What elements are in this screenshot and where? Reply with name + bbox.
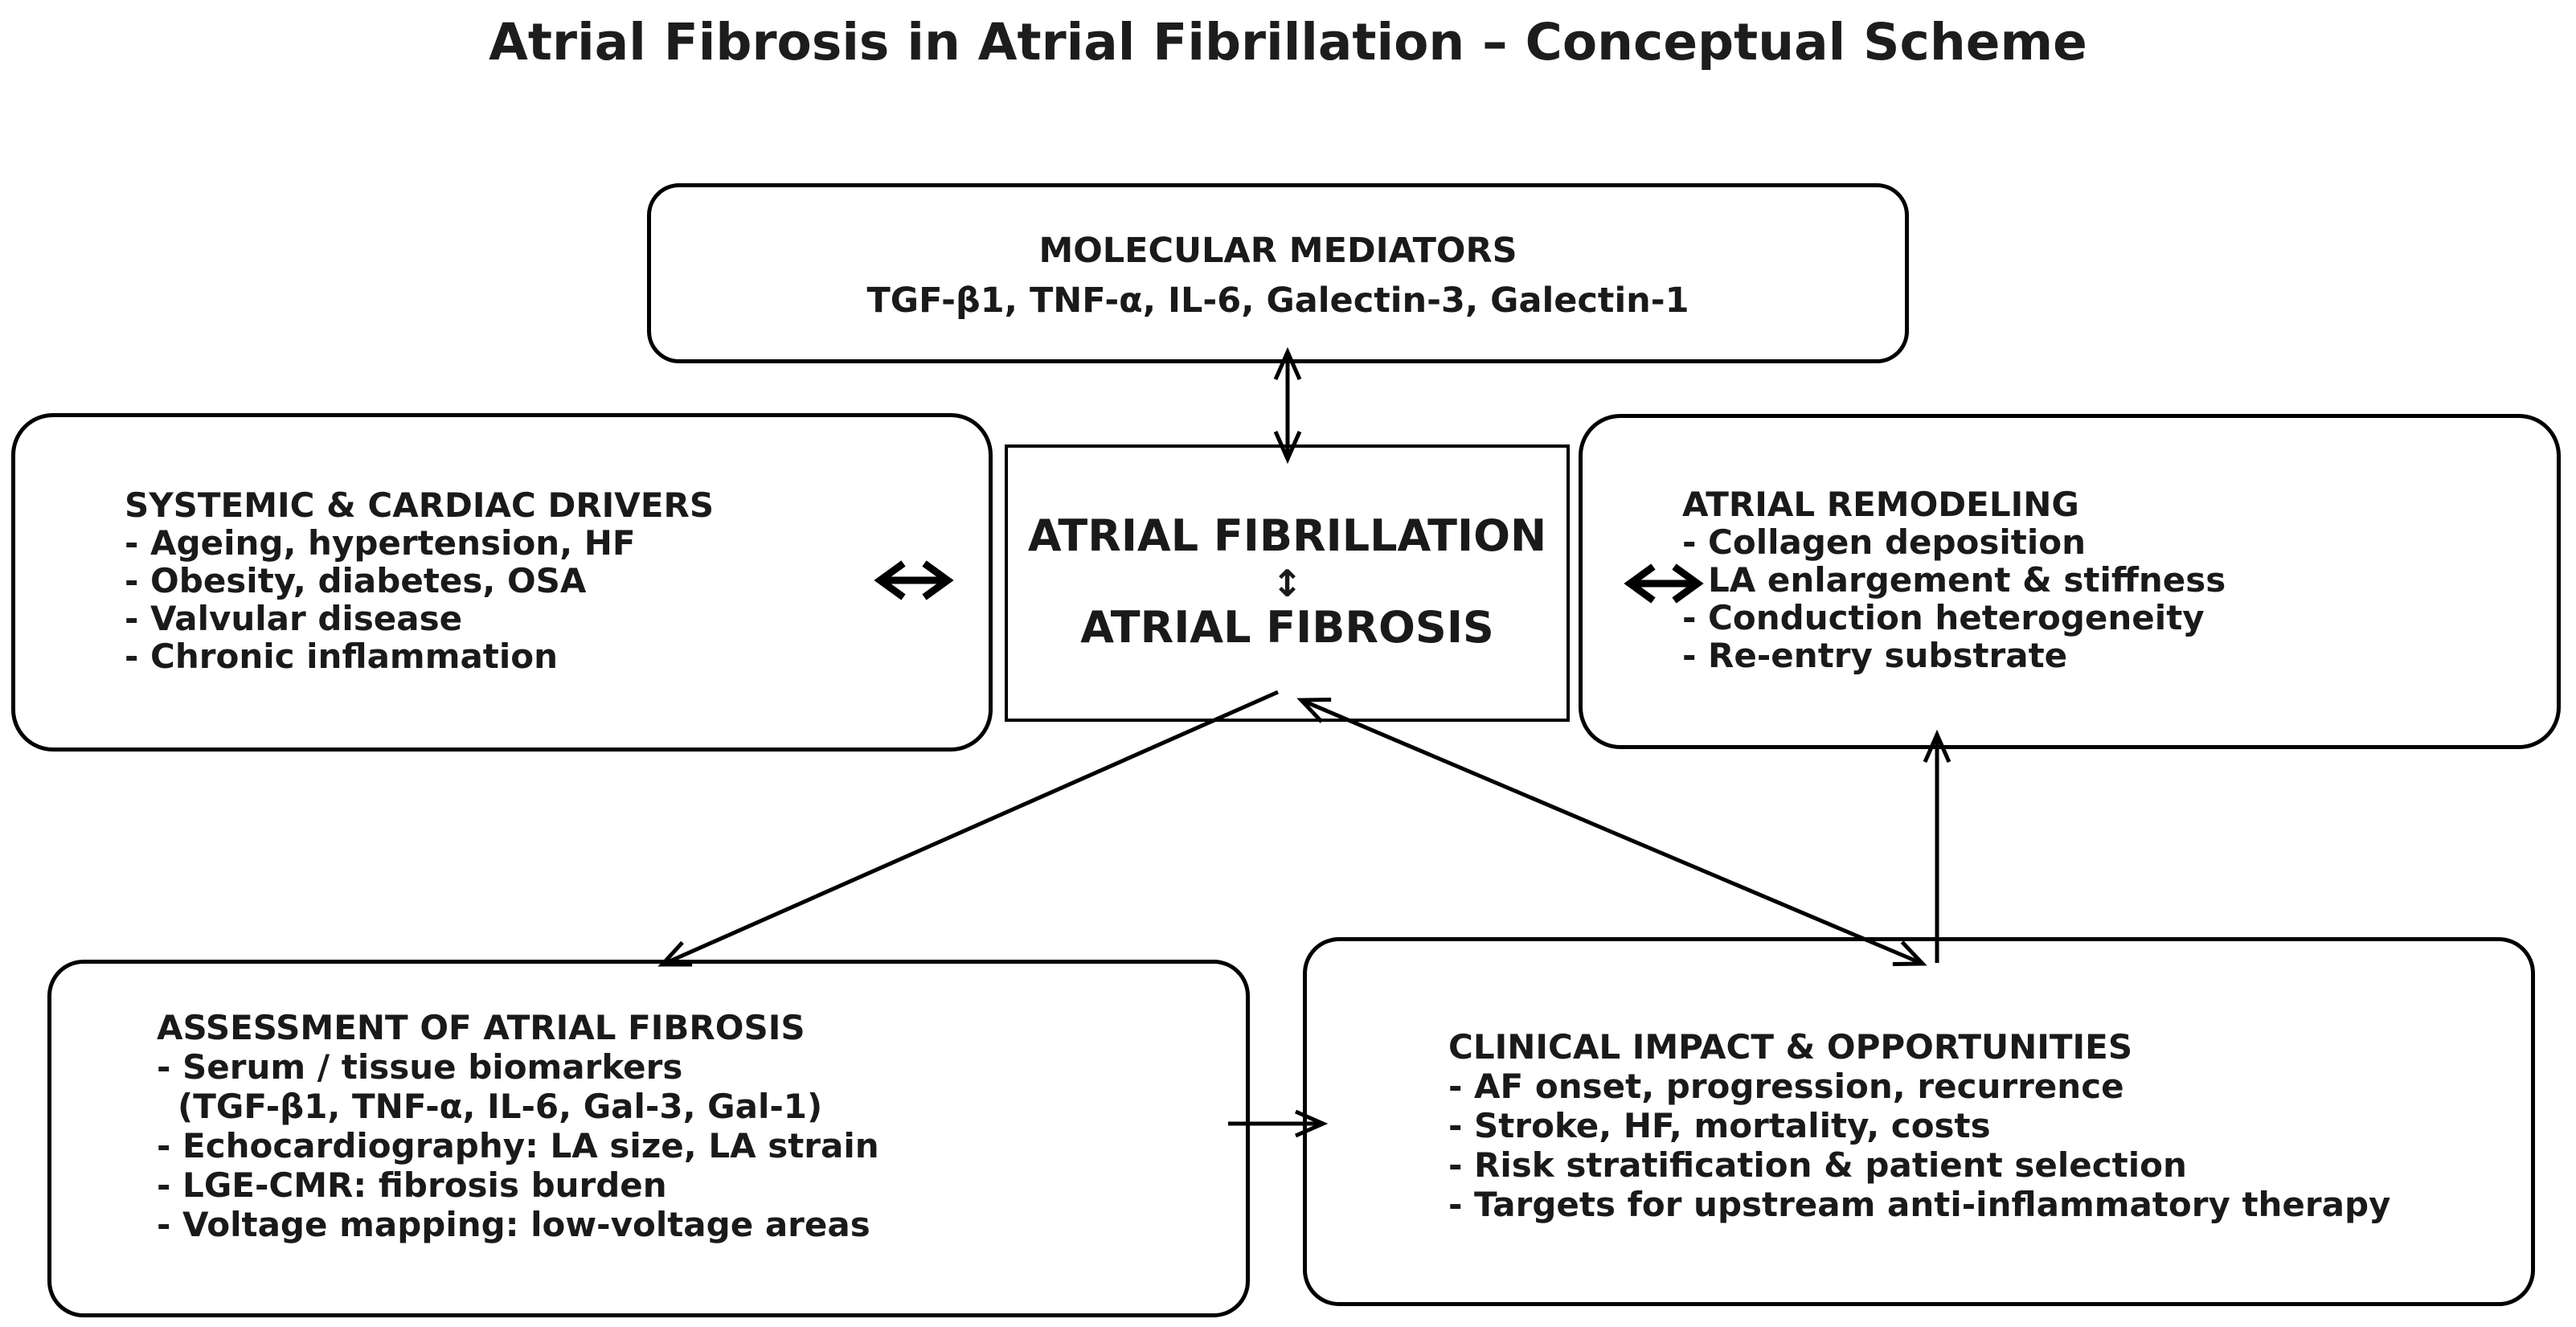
drivers-item: - Obesity, diabetes, OSA (125, 561, 587, 600)
remodeling-title: ATRIAL REMODELING (1682, 485, 2079, 524)
molecular-mediators-title: MOLECULAR MEDIATORS (1038, 231, 1517, 271)
clinical-impact-box: CLINICAL IMPACT & OPPORTUNITIES - AF ons… (1303, 937, 2535, 1306)
clinical-item: - AF onset, progression, recurrence (1448, 1067, 2124, 1106)
drivers-item: - Chronic inflammation (125, 637, 559, 676)
drivers-title: SYSTEMIC & CARDIAC DRIVERS (125, 485, 715, 525)
up-down-arrow-icon: ↕ (1272, 562, 1303, 605)
af-line2: ATRIAL FIBROSIS (1080, 602, 1494, 653)
page-title: Atrial Fibrosis in Atrial Fibrillation –… (489, 13, 2087, 72)
clinical-title: CLINICAL IMPACT & OPPORTUNITIES (1448, 1027, 2133, 1067)
clinical-item: - Stroke, HF, mortality, costs (1448, 1106, 1991, 1145)
assessment-item: - Voltage mapping: low-voltage areas (157, 1205, 870, 1244)
atrial-fibrillation-fibrosis-box: ATRIAL FIBRILLATION ↕ ATRIAL FIBROSIS (1005, 444, 1570, 722)
clinical-item: - Targets for upstream anti-inflammatory… (1448, 1185, 2391, 1224)
drivers-item: - Ageing, hypertension, HF (125, 523, 636, 563)
systemic-cardiac-drivers-box: SYSTEMIC & CARDIAC DRIVERS - Ageing, hyp… (11, 413, 993, 752)
drivers-item: - Valvular disease (125, 599, 463, 638)
assessment-item: - LGE-CMR: fibrosis burden (157, 1165, 667, 1205)
molecular-mediators-list: TGF-β1, TNF-α, IL-6, Galectin-3, Galecti… (866, 281, 1689, 321)
remodeling-item: - Re-entry substrate (1682, 636, 2068, 675)
clinical-item: - Risk stratification & patient selectio… (1448, 1145, 2187, 1185)
assessment-item: (TGF-β1, TNF-α, IL-6, Gal-3, Gal-1) (178, 1087, 823, 1126)
remodeling-item: - Collagen deposition (1682, 522, 2087, 562)
molecular-mediators-box: MOLECULAR MEDIATORS TGF-β1, TNF-α, IL-6,… (647, 183, 1909, 363)
assessment-item: - Serum / tissue biomarkers (157, 1047, 683, 1087)
assessment-box: ASSESSMENT OF ATRIAL FIBROSIS - Serum / … (47, 960, 1250, 1317)
remodeling-item: - Conduction heterogeneity (1682, 598, 2205, 637)
assessment-title: ASSESSMENT OF ATRIAL FIBROSIS (157, 1008, 805, 1047)
atrial-remodeling-box: ATRIAL REMODELING - Collagen deposition … (1579, 414, 2561, 749)
assessment-item: - Echocardiography: LA size, LA strain (157, 1126, 879, 1165)
af-line1: ATRIAL FIBRILLATION (1027, 510, 1547, 561)
remodeling-item: LA enlargement & stiffness (1708, 560, 2226, 600)
